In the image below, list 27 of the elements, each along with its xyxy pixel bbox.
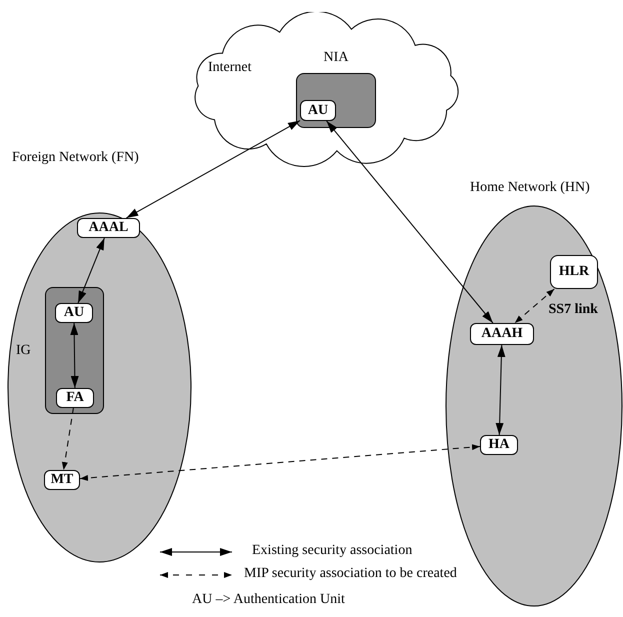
dashed-arrow [514, 288, 555, 324]
terminal-box: MT [44, 470, 80, 490]
register-box: HLR [550, 255, 598, 289]
dashed-arrow [80, 444, 480, 481]
legend-text: MIP security association to be created [244, 566, 457, 582]
unit-box: AU [55, 303, 93, 323]
network-label: Foreign Network (FN) [12, 150, 139, 166]
legend-text: Existing security association [252, 543, 412, 559]
arrow [126, 120, 300, 218]
unit-box: FA [56, 388, 94, 408]
arrow [78, 238, 105, 304]
dashed-arrow [62, 408, 74, 470]
unit-box: AU [300, 100, 336, 121]
group-label: IG [16, 342, 31, 358]
group-label: NIA [324, 50, 348, 66]
arrow [496, 344, 506, 436]
gateway-group [16, 287, 104, 414]
network-label: Home Network (HN) [470, 180, 590, 196]
note-text: AU –> Authentication Unit [192, 592, 345, 608]
node-group [296, 50, 376, 128]
agent-box: HA [480, 435, 518, 455]
arrow [326, 120, 494, 324]
arrow [70, 322, 79, 388]
network-ellipse [7, 150, 192, 563]
unit-box: AAAL [77, 218, 140, 238]
region-label: Internet [208, 60, 252, 76]
unit-box: AAAH [470, 323, 534, 345]
